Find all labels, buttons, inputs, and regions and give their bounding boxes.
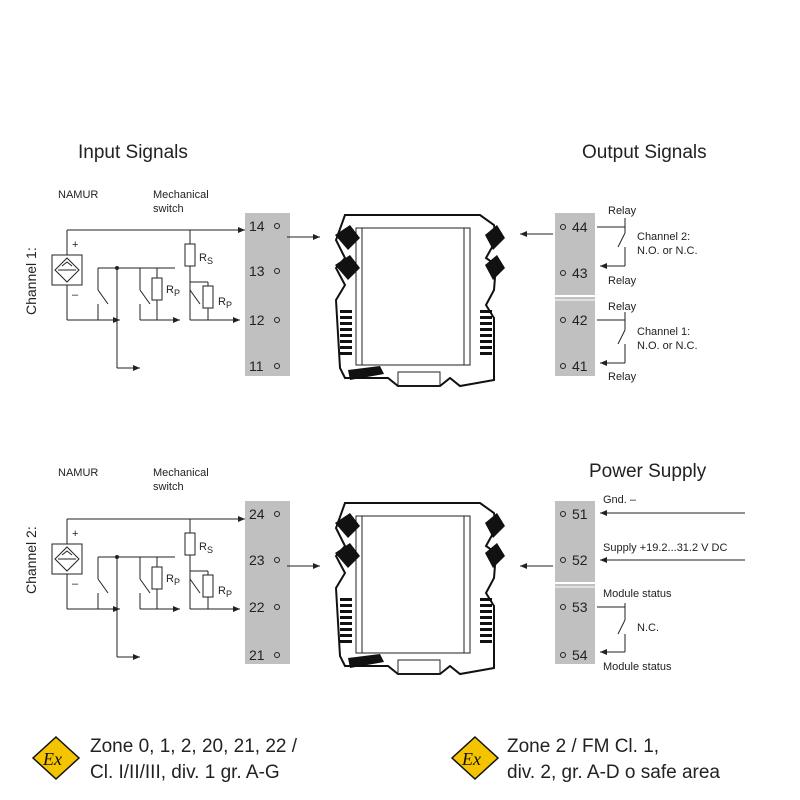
- terminal-53: 53: [572, 599, 588, 615]
- supply-label: Supply +19.2...31.2 V DC: [603, 542, 727, 554]
- ex-warning-icon: [450, 735, 500, 781]
- gnd-label: Gnd. –: [603, 494, 637, 506]
- terminal-block-4: 44 43 42 41: [555, 213, 595, 376]
- terminal-44: 44: [572, 219, 588, 235]
- rp-label: RP: [166, 573, 180, 587]
- channel-2-output-label: Channel 2:: [637, 231, 690, 243]
- relay-label: Relay: [608, 301, 637, 313]
- rp-label: RP: [166, 284, 180, 298]
- module-status-label: Module status: [603, 588, 672, 600]
- plus-sign: +: [72, 528, 78, 540]
- relay-outputs: Relay Relay Channel 2: N.O. or N.C. Rela…: [597, 205, 698, 383]
- terminal-24: 24: [249, 506, 265, 522]
- din-module-2: [334, 502, 506, 675]
- relay-label: Relay: [608, 275, 637, 287]
- rp-label-2: RP: [218, 296, 232, 310]
- ex-zone-left: Ex Zone 0, 1, 2, 20, 21, 22 / Cl. I/II/I…: [31, 735, 298, 783]
- channel-2-mode-label: N.O. or N.C.: [637, 245, 698, 257]
- relay-label: Relay: [608, 371, 637, 383]
- zone-left-line-1: Zone 0, 1, 2, 20, 21, 22 /: [90, 736, 298, 757]
- terminal-51: 51: [572, 506, 588, 522]
- minus-sign: –: [72, 289, 79, 301]
- terminal-42: 42: [572, 312, 588, 328]
- namur-label: NAMUR: [58, 467, 98, 479]
- ex-mark: Ex: [461, 749, 481, 769]
- switch-label: switch: [153, 481, 184, 493]
- terminal-11: 11: [249, 358, 264, 374]
- terminal-54: 54: [572, 647, 588, 663]
- zone-right-line-2: div. 2, gr. A-D o safe area: [507, 762, 720, 783]
- mechanical-label: Mechanical: [153, 467, 209, 479]
- ex-mark: Ex: [42, 749, 62, 769]
- nc-label: N.C.: [637, 622, 659, 634]
- channel-2-label: Channel 2:: [23, 526, 39, 594]
- terminal-21: 21: [249, 647, 265, 663]
- input-circuit: [52, 230, 240, 368]
- terminal-41: 41: [572, 358, 588, 374]
- channel-1-output-label: Channel 1:: [637, 326, 690, 338]
- channel-1-mode-label: N.O. or N.C.: [637, 340, 698, 352]
- channel-1-input: Channel 1: NAMUR Mechanical switch + – R…: [23, 189, 245, 368]
- switch-label: switch: [153, 203, 184, 215]
- power-wiring: Gnd. – Supply +19.2...31.2 V DC Module s…: [597, 494, 745, 673]
- terminal-43: 43: [572, 265, 588, 281]
- ex-zone-right: Ex Zone 2 / FM Cl. 1, div. 2, gr. A-D o …: [450, 735, 720, 783]
- minus-sign: –: [72, 578, 79, 590]
- namur-label: NAMUR: [58, 189, 98, 201]
- terminal-13: 13: [249, 263, 265, 279]
- module-status-label: Module status: [603, 661, 672, 673]
- rs-label: RS: [199, 541, 213, 555]
- channel-1-label: Channel 1:: [23, 247, 39, 315]
- input-circuit: [52, 519, 240, 657]
- plus-sign: +: [72, 239, 78, 251]
- terminal-23: 23: [249, 552, 265, 568]
- zone-left-line-2: Cl. I/II/III, div. 1 gr. A-G: [90, 762, 280, 783]
- din-module-1: [334, 214, 506, 387]
- terminal-14: 14: [249, 218, 265, 234]
- terminal-52: 52: [572, 552, 588, 568]
- ex-warning-icon: [31, 735, 81, 781]
- terminal-22: 22: [249, 599, 265, 615]
- channel-2-input: Channel 2: NAMUR Mechanical switch + – R…: [23, 467, 245, 657]
- terminal-block-2: 24 23 22 21: [245, 501, 290, 664]
- relay-label: Relay: [608, 205, 637, 217]
- zone-right-line-1: Zone 2 / FM Cl. 1,: [507, 736, 659, 757]
- input-signals-heading: Input Signals: [78, 142, 188, 163]
- rp-label-2: RP: [218, 585, 232, 599]
- rs-label: RS: [199, 252, 213, 266]
- terminal-block-5: 51 52 53 54: [555, 501, 595, 664]
- mechanical-label: Mechanical: [153, 189, 209, 201]
- terminal-12: 12: [249, 312, 265, 328]
- power-supply-heading: Power Supply: [589, 461, 707, 482]
- output-signals-heading: Output Signals: [582, 142, 707, 163]
- terminal-block-1: 14 13 12 11: [245, 213, 290, 376]
